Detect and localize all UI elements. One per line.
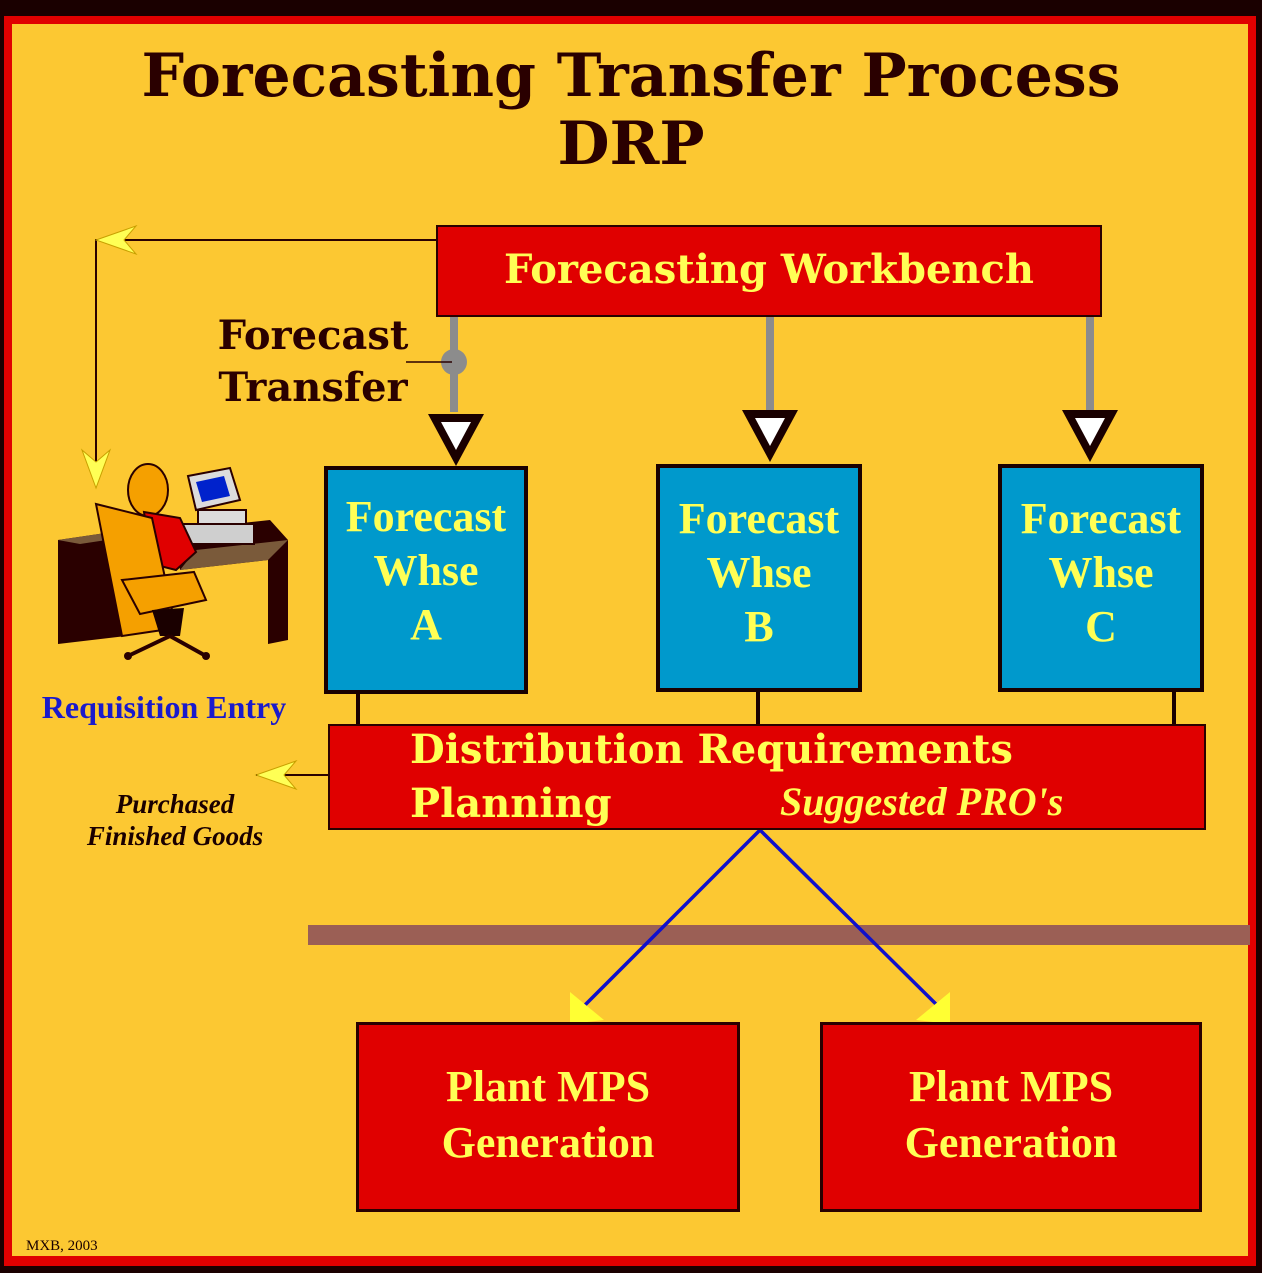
drp-line-2: Planning	[410, 780, 612, 827]
plant-mps-2-line-2: Generation	[904, 1118, 1118, 1167]
arrowhead-icon	[570, 992, 604, 1024]
chevron-left-icon	[254, 759, 298, 791]
arrowhead-icon	[916, 992, 950, 1024]
title-line-1: Forecasting Transfer Process	[141, 41, 1121, 111]
triangle-down-icon	[428, 414, 484, 466]
forecast-transfer-label: Forecast Transfer	[196, 310, 430, 414]
forecast-warehouse-a-box: Forecast Whse A	[324, 466, 528, 694]
chevron-left-icon	[94, 224, 138, 256]
divider-bar	[308, 925, 1250, 945]
warehouse-c-line-1: Forecast	[1020, 494, 1182, 543]
title-line-2: DRP	[557, 109, 705, 179]
warehouse-c-line-2: Whse	[1048, 548, 1154, 597]
purchased-line-2: Finished Goods	[86, 821, 264, 851]
warehouse-b-line-3: B	[744, 602, 774, 651]
purchased-line-1: Purchased	[115, 789, 235, 819]
purchased-finished-goods-label: Purchased Finished Goods	[60, 788, 290, 852]
triangle-down-icon	[742, 410, 798, 462]
plant-mps-1-line-1: Plant MPS	[445, 1062, 651, 1111]
drp-to-plants-connectors	[576, 828, 946, 1014]
warehouse-b-line-1: Forecast	[678, 494, 840, 543]
forecast-transfer-line-1: Forecast	[217, 312, 409, 359]
credit-label: MXB, 2003	[26, 1238, 98, 1254]
plant-mps-box-1: Plant MPS Generation	[356, 1022, 740, 1212]
transfer-node-icon	[441, 349, 467, 375]
forecast-warehouse-c-box: Forecast Whse C	[998, 464, 1204, 692]
warehouse-a-line-2: Whse	[373, 546, 479, 595]
plant-mps-box-2: Plant MPS Generation	[820, 1022, 1202, 1212]
forecasting-workbench-box: Forecasting Workbench	[436, 225, 1102, 317]
suggested-pros-label: Suggested PRO's	[780, 779, 1064, 824]
warehouse-c-line-3: C	[1085, 602, 1117, 651]
requisition-entry-label: Requisition Entry	[41, 689, 287, 725]
chevron-down-icon	[80, 448, 112, 490]
plant-mps-2-line-1: Plant MPS	[908, 1062, 1114, 1111]
warehouse-a-line-3: A	[410, 600, 442, 649]
warehouse-b-line-2: Whse	[706, 548, 812, 597]
workbench-label: Forecasting Workbench	[504, 246, 1034, 293]
forecast-transfer-line-2: Transfer	[218, 364, 408, 411]
warehouse-a-line-1: Forecast	[345, 492, 507, 541]
page-title: Forecasting Transfer Process DRP	[0, 42, 1262, 178]
triangle-down-icon	[1062, 410, 1118, 462]
drp-line-1: Distribution Requirements	[410, 726, 1013, 773]
plant-mps-1-line-2: Generation	[441, 1118, 655, 1167]
workbench-pipes	[450, 316, 1094, 412]
warehouse-to-drp-connectors	[356, 690, 1176, 726]
person-at-computer-icon	[58, 463, 288, 660]
forecast-warehouse-b-box: Forecast Whse B	[656, 464, 862, 692]
drp-box: Distribution Requirements Planning Sugge…	[328, 724, 1206, 830]
